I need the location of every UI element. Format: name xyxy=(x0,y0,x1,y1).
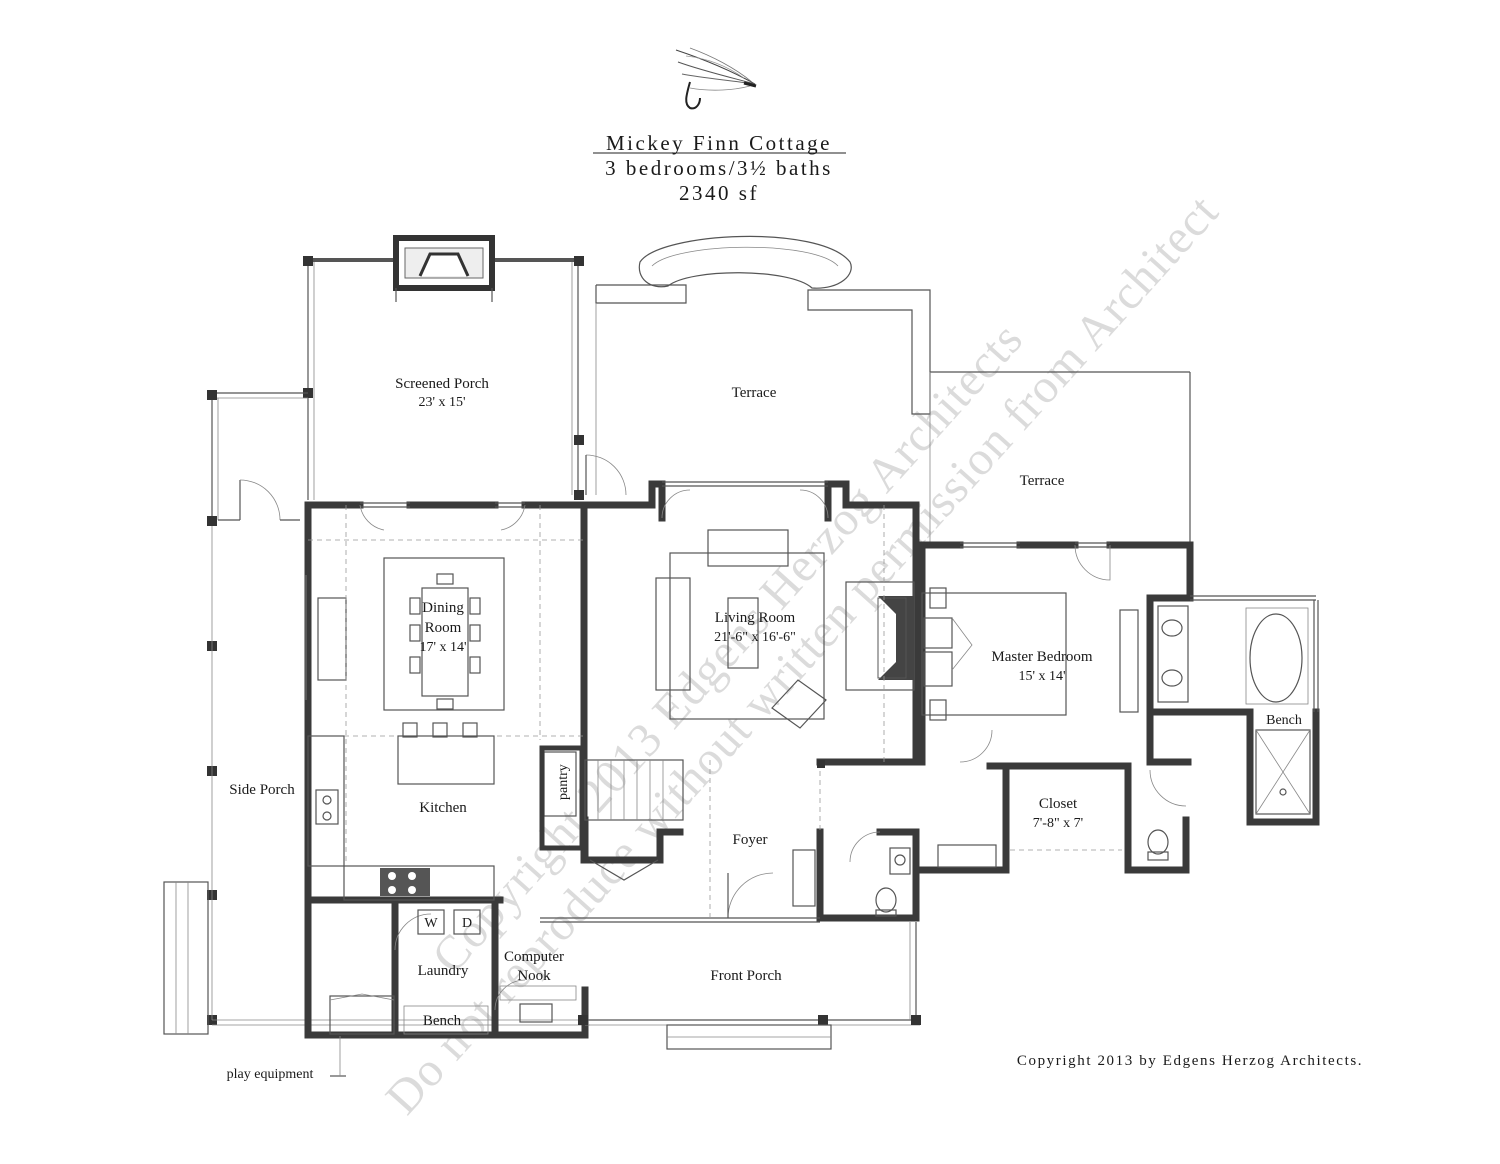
living-room-dims: 21'-6" x 16'-6" xyxy=(714,630,796,645)
bath-bench-label: Bench xyxy=(1266,713,1302,728)
screened-porch-structure xyxy=(303,235,584,500)
laundry-bench-label: Bench xyxy=(423,1013,462,1029)
play-equipment-label: play equipment xyxy=(227,1067,314,1082)
master-bedroom-dims: 15' x 14' xyxy=(1018,669,1065,684)
front-porch-label: Front Porch xyxy=(710,968,782,984)
right-terrace-outline xyxy=(929,371,1191,545)
laundry-fixtures xyxy=(329,909,577,1035)
windows xyxy=(305,481,1319,923)
foyer-label: Foyer xyxy=(733,832,768,848)
screened-porch-dims: 23' x 15' xyxy=(418,395,465,410)
front-porch-structure xyxy=(578,922,921,1050)
living-room-furniture xyxy=(655,505,915,762)
plan-area: 2340 sf xyxy=(679,181,759,205)
master-bath-fixtures xyxy=(1147,605,1311,861)
exterior-walls xyxy=(304,480,1320,1039)
upper-terrace-label: Terrace xyxy=(732,385,777,401)
dining-room-label-line-1: Dining xyxy=(422,600,464,616)
right-terrace-label: Terrace xyxy=(1020,473,1065,489)
kitchen-label: Kitchen xyxy=(419,800,467,816)
powder-room-fixtures xyxy=(875,847,911,917)
copyright-footer: Copyright 2013 by Edgens Herzog Architec… xyxy=(1017,1053,1363,1069)
dryer-label: D xyxy=(462,916,472,931)
living-room-label: Living Room xyxy=(715,610,796,626)
master-bedroom-label: Master Bedroom xyxy=(991,649,1093,665)
washer-label: W xyxy=(424,916,438,931)
closet-label: Closet xyxy=(1039,796,1078,812)
dining-room-dims: 17' x 14' xyxy=(419,640,466,655)
side-porch-structure xyxy=(163,390,590,1035)
side-porch-label: Side Porch xyxy=(229,782,295,798)
computer-nook-label-line-2: Nook xyxy=(517,968,551,984)
dining-room-label-line-2: Room xyxy=(425,620,462,636)
plan-title: Mickey Finn Cottage xyxy=(606,131,832,155)
computer-nook-label-line-1: Computer xyxy=(504,949,564,965)
laundry-label: Laundry xyxy=(418,963,469,979)
plan-subtitle: 3 bedrooms/3½ baths xyxy=(605,156,833,180)
door-swings xyxy=(359,454,1187,1011)
kitchen-fixtures xyxy=(307,722,585,901)
staircase xyxy=(584,759,825,918)
fishing-fly-icon xyxy=(675,47,757,110)
pantry-label: pantry xyxy=(556,764,571,800)
closet-dims: 7'-8" x 7' xyxy=(1033,816,1083,831)
master-bedroom-furniture xyxy=(921,587,1139,868)
screened-porch-label: Screened Porch xyxy=(395,376,489,392)
upper-terrace-outline xyxy=(595,235,931,495)
